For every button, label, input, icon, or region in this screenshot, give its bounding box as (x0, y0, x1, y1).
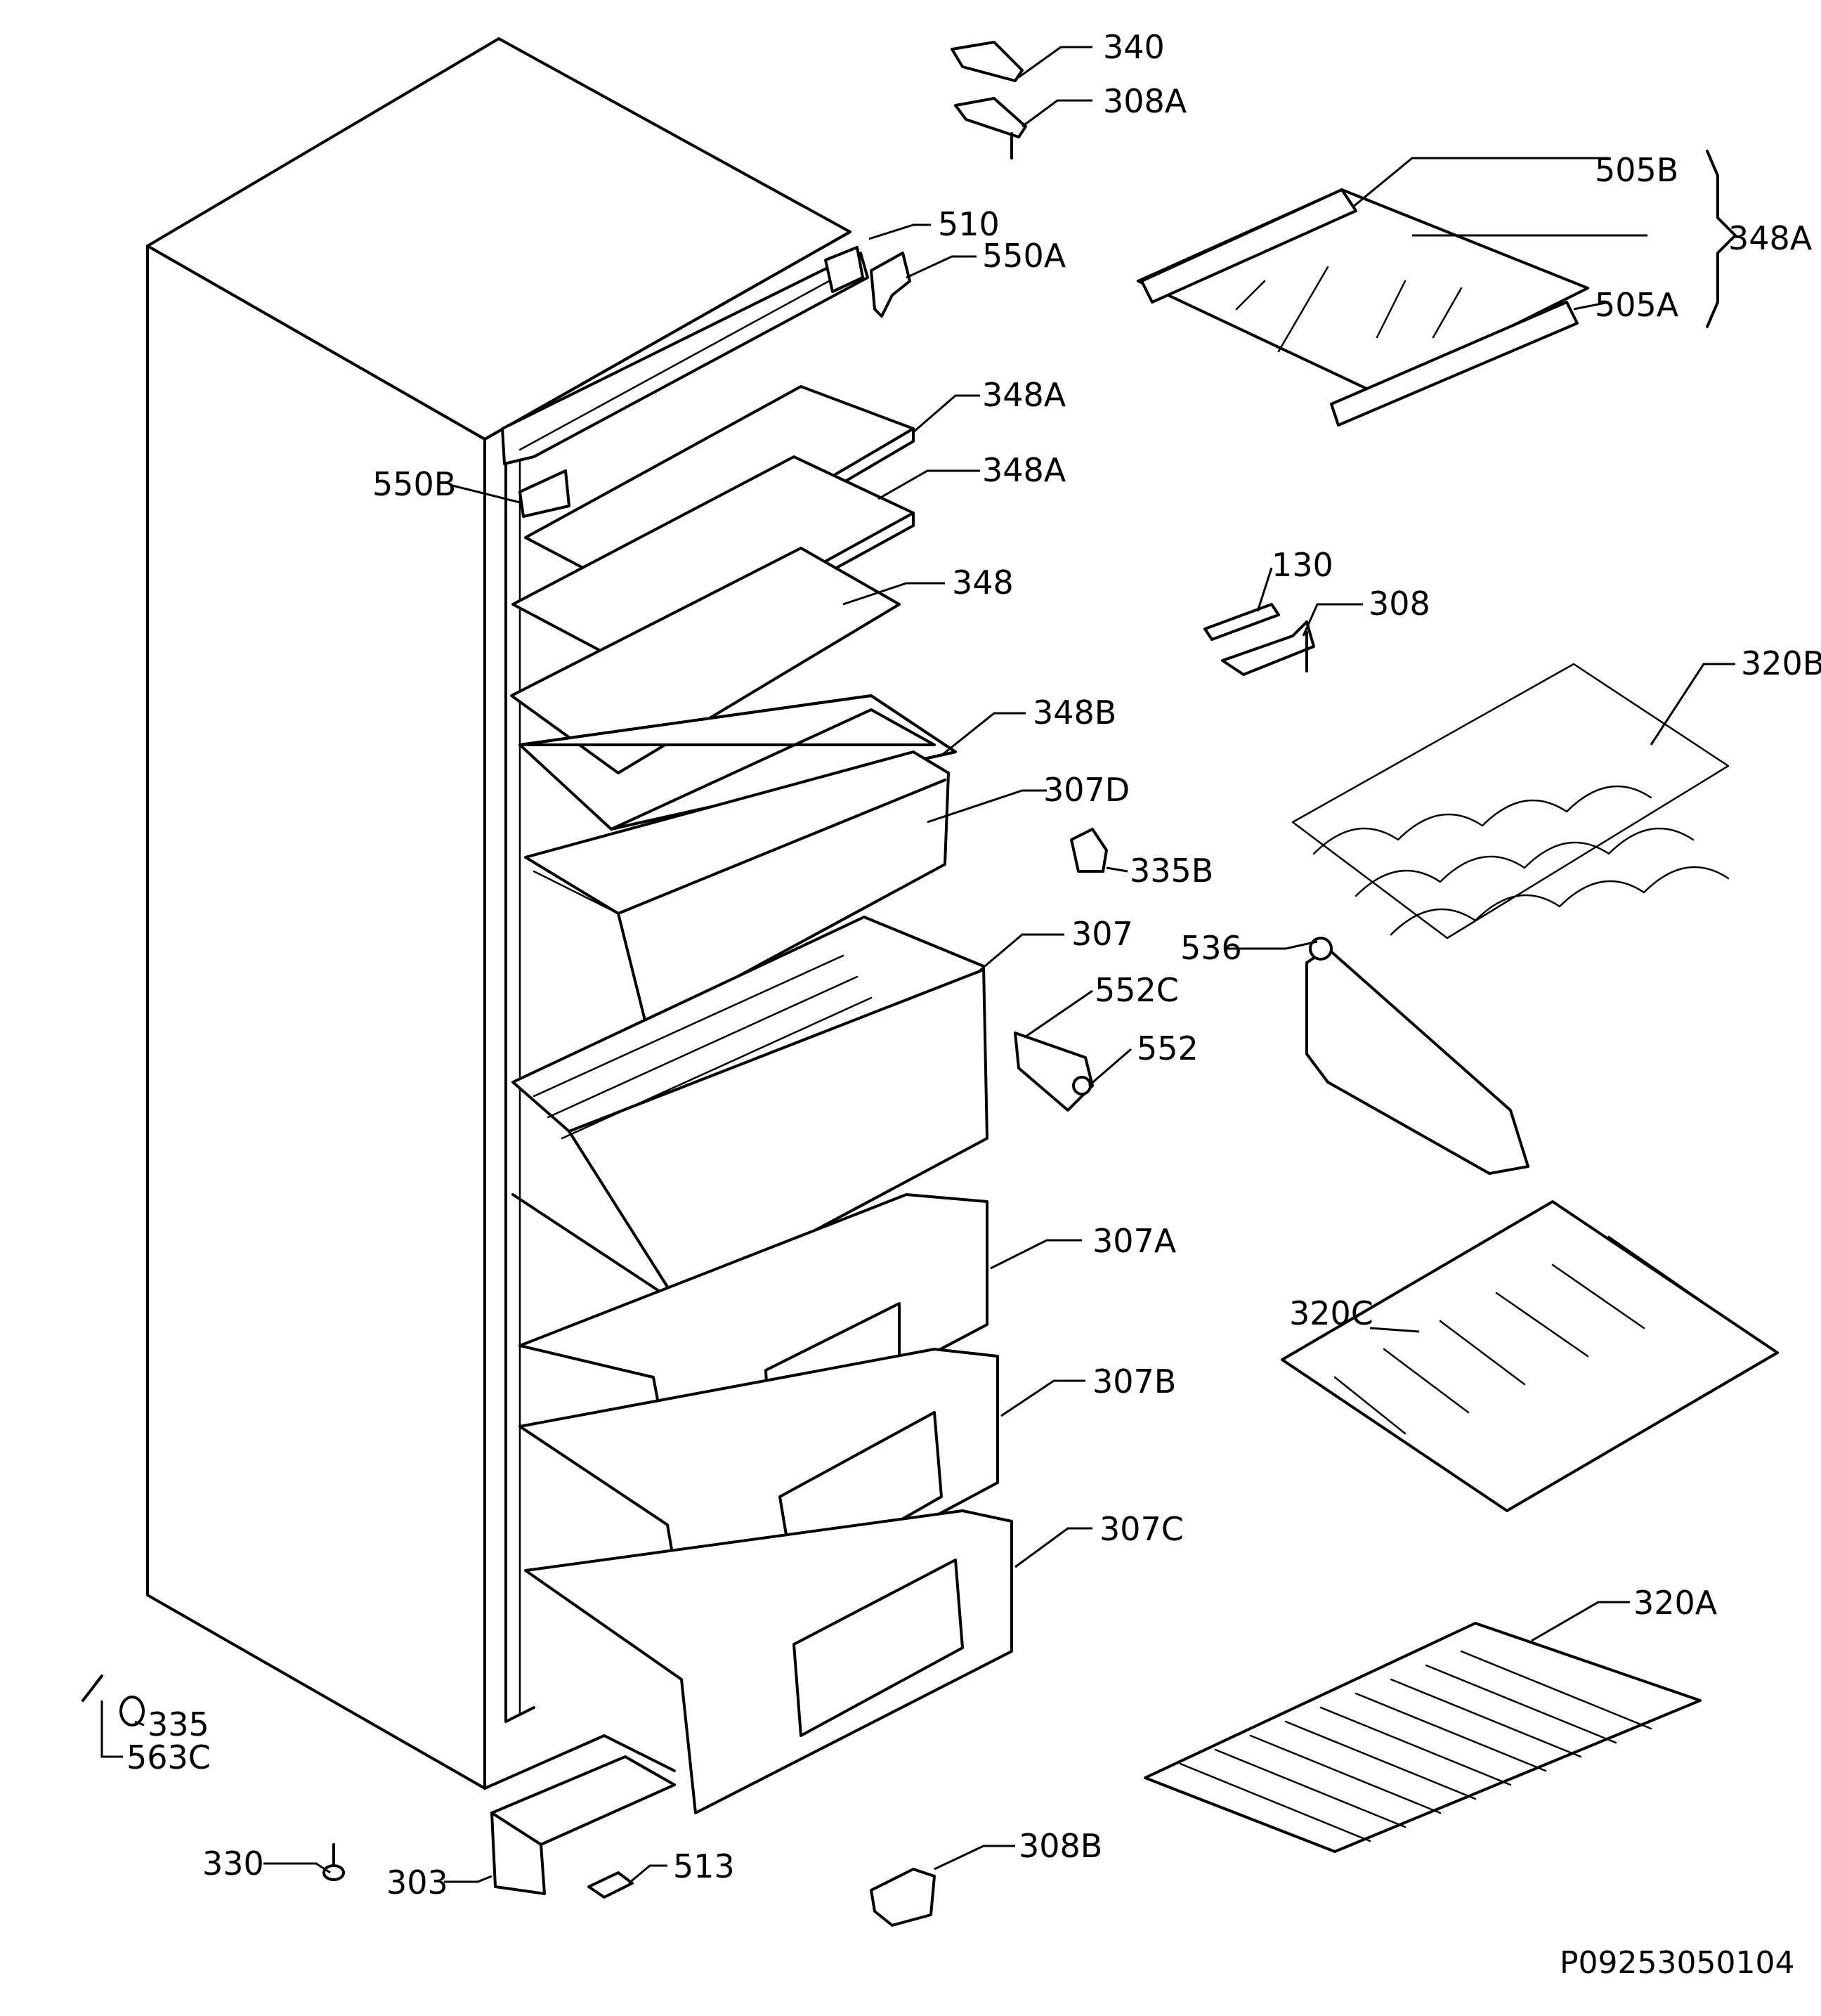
label-307B: 307B (1092, 1363, 1176, 1400)
shelf-frame-348B (518, 694, 957, 831)
label-550A: 550A (982, 237, 1066, 275)
glass-shelf-assembly-348A (1137, 150, 1737, 427)
label-348A-bracket: 348A (1728, 219, 1813, 257)
label-308A: 308A (1103, 82, 1187, 120)
label-505B: 505B (1595, 151, 1678, 189)
label-308B: 308B (1019, 1827, 1102, 1865)
label-340: 340 (1103, 28, 1165, 66)
label-335B: 335B (1130, 852, 1213, 890)
top-hinge-308A (954, 97, 1027, 160)
label-536: 536 (1180, 929, 1242, 967)
label-505A: 505A (1595, 286, 1679, 324)
label-307D: 307D (1043, 771, 1130, 809)
drawing-code: P09253050104 (1560, 1945, 1794, 1981)
bottom-hinge-308B (870, 1868, 936, 1927)
drawer-307D (524, 750, 950, 1027)
label-320C: 320C (1289, 1294, 1373, 1332)
refrigerator-cabinet (146, 37, 869, 1790)
label-552: 552 (1137, 1029, 1199, 1067)
top-hinge-cover-340 (951, 41, 1024, 82)
label-335: 335 (148, 1705, 209, 1743)
hinge-335B (1070, 828, 1108, 873)
ice-tray-shelf-320C (1281, 1200, 1779, 1512)
label-563C: 563C (126, 1738, 211, 1776)
label-552C: 552C (1095, 971, 1179, 1009)
label-348B: 348B (1033, 694, 1116, 731)
slide-rail-552 (1014, 1032, 1094, 1112)
label-348A-upper: 348A (982, 376, 1066, 414)
hinge-parts-130-308 (1203, 603, 1315, 676)
drawer-307C (524, 1509, 1013, 1814)
clip-513 (587, 1871, 634, 1899)
door-stop-550A (870, 252, 911, 318)
label-510: 510 (938, 205, 1000, 243)
label-303: 303 (386, 1864, 448, 1901)
label-330: 330 (202, 1845, 264, 1882)
label-130: 130 (1272, 546, 1333, 584)
glass-shelf-348 (510, 547, 901, 774)
label-513: 513 (673, 1847, 735, 1885)
label-550B: 550B (372, 465, 456, 503)
foot-330 (322, 1843, 345, 1881)
label-320B: 320B (1741, 644, 1821, 682)
part-labels: 340 308A 505B 348A 505A 510 550A 348A 34… (126, 28, 1821, 1981)
bottle-rack-320B (1291, 663, 1730, 939)
door-stop-550B (518, 469, 570, 518)
pin-and-cap-335-563C (81, 1674, 145, 1726)
wire-shelf-320A (1144, 1622, 1702, 1853)
label-348A-lower: 348A (982, 451, 1066, 489)
drawer-307 (511, 916, 988, 1305)
label-320A: 320A (1633, 1584, 1718, 1622)
divider-536 (1305, 937, 1529, 1175)
label-307A: 307A (1092, 1222, 1177, 1260)
label-308: 308 (1369, 585, 1430, 623)
leader-lines (100, 46, 1735, 1885)
label-348: 348 (952, 564, 1014, 601)
plinth-303 (490, 1755, 676, 1895)
label-307: 307 (1071, 915, 1133, 953)
label-307C: 307C (1099, 1510, 1184, 1548)
